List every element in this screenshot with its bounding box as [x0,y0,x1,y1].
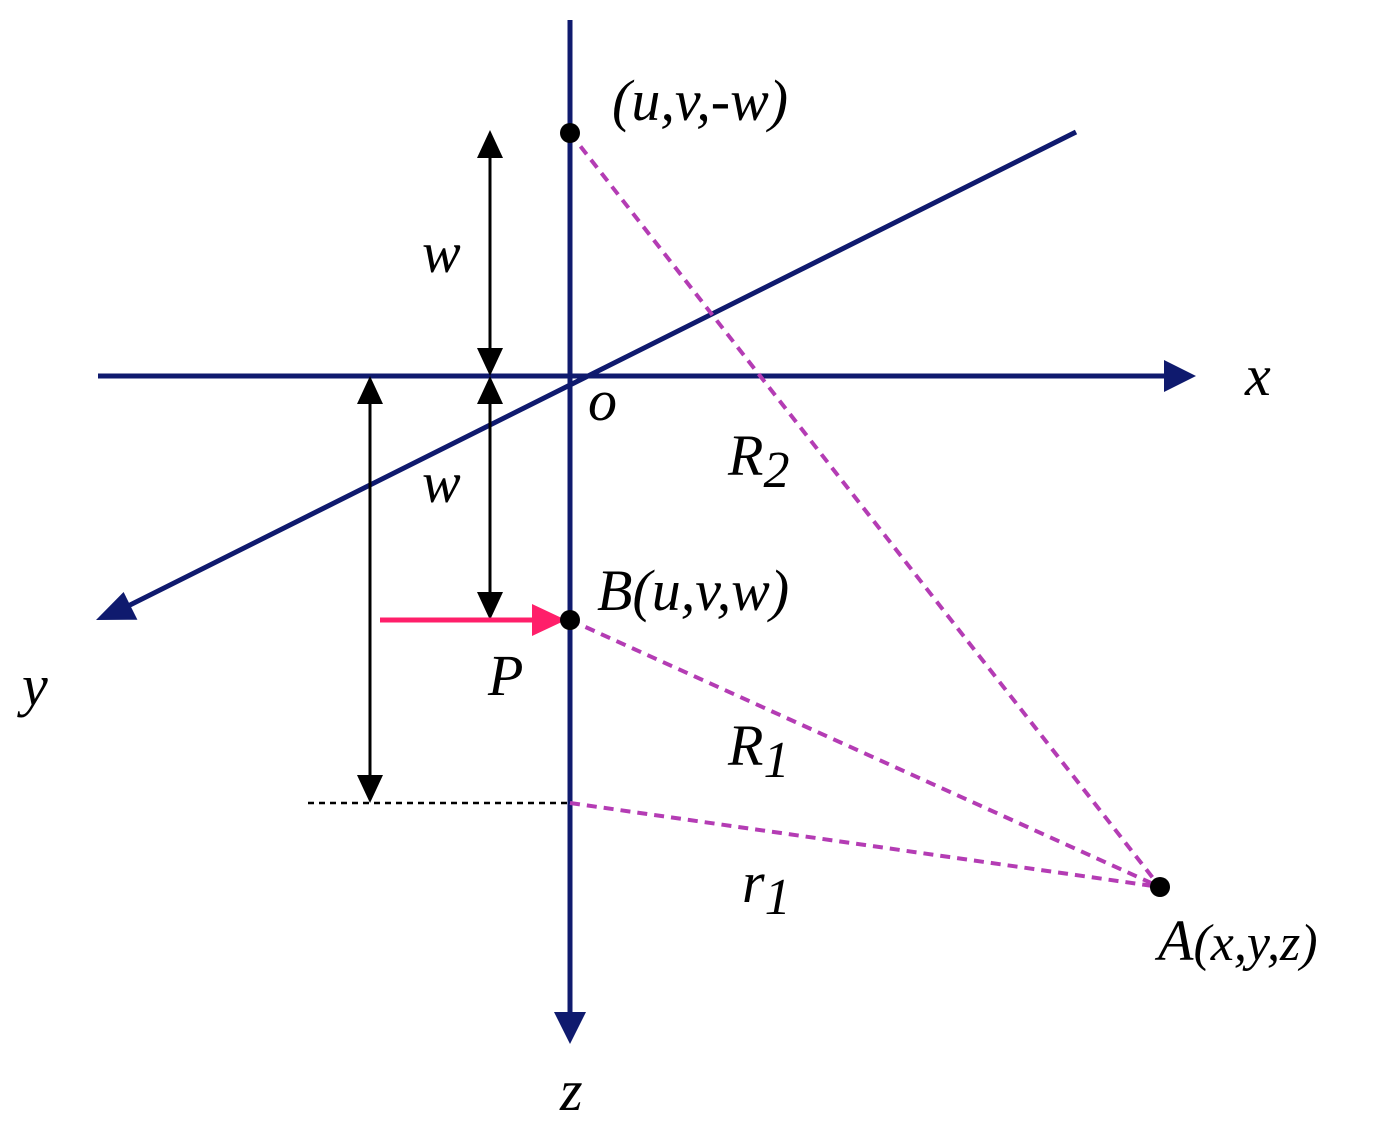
R1-base: R [727,713,763,778]
depth-arrowhead-top [357,376,383,404]
point-A-label: A(x,y,z) [1154,908,1318,973]
y-axis-label: y [17,653,48,718]
point-A-dot [1150,877,1170,897]
R1-label: R1 [727,713,789,789]
R2-subscript: 2 [763,442,789,499]
R2-base: R [727,423,763,488]
r1-base: r [742,850,765,915]
R1-line [569,618,1161,889]
x-axis-arrowhead [1164,360,1196,392]
upper-w-arrowhead-top [477,130,503,158]
y-axis-line [118,129,1078,613]
upper-w-arrowhead-bottom [477,348,503,376]
image-point-label: (u,v,-w) [612,68,788,133]
x-axis-label: x [1244,343,1271,408]
point-A-letter: A [1154,908,1194,973]
lower-w-arrowhead-bottom [477,592,503,620]
lower-w-arrowhead-top [477,376,503,404]
z-axis-arrowhead [554,1012,586,1044]
r1-line [569,801,1161,889]
r1-label: r1 [742,850,791,926]
z-axis-label: z [559,1058,583,1123]
upper-w-label: w [422,220,461,285]
image-point-dot [560,123,580,143]
force-arrowhead [532,604,566,636]
force-label: P [487,643,523,708]
r1-subscript: 1 [765,869,791,926]
R1-subscript: 1 [763,732,789,789]
origin-label: o [588,368,617,433]
R2-line [568,131,1162,889]
depth-arrowhead-bottom [357,775,383,803]
point-B-label: B(u,v,w) [597,558,789,623]
y-axis-arrowhead [96,592,138,620]
point-A-coords: (x,y,z) [1193,915,1317,972]
lower-w-label: w [422,450,461,515]
point-B-dot [560,610,580,630]
R2-label: R2 [727,423,789,499]
